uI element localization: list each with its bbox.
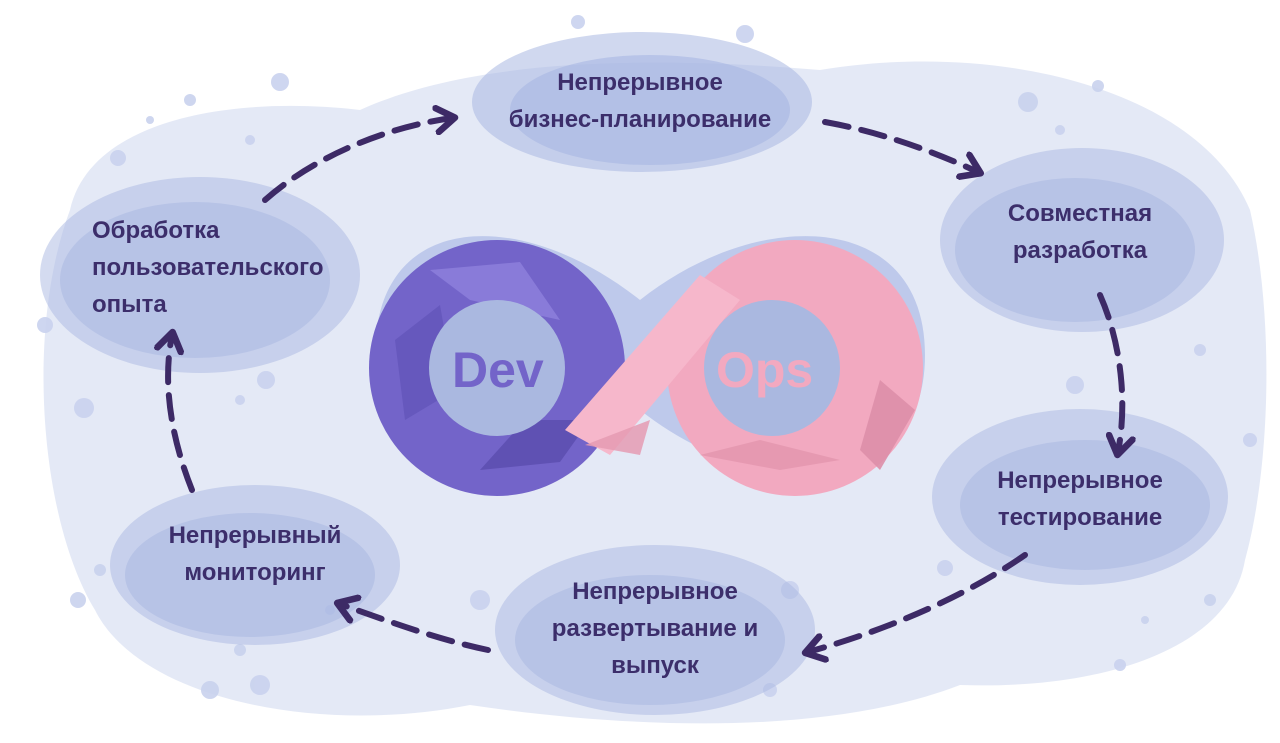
stage-label-line: Непрерывное: [997, 467, 1163, 494]
stage-continuous-deployment: Непрерывное развертывание и выпуск: [510, 573, 800, 684]
stage-user-feedback: Обработка пользовательского опыта: [92, 212, 382, 323]
cycle-arrows: [168, 118, 1122, 652]
stage-continuous-planning: Непрерывное бизнес-планирование: [470, 64, 810, 138]
devops-infinity: [369, 236, 925, 496]
stage-label-line: тестирование: [997, 504, 1163, 531]
dev-label: Dev: [452, 342, 544, 398]
stage-collaborative-development: Совместная разработка: [960, 195, 1200, 269]
stage-label-line: мониторинг: [184, 559, 326, 586]
stage-label-line: Непрерывное: [572, 578, 738, 605]
stage-continuous-monitoring: Непрерывный мониторинг: [130, 517, 380, 591]
stage-continuous-testing: Непрерывное тестирование: [960, 462, 1200, 536]
stage-label-line: бизнес-планирование: [508, 106, 772, 133]
arrow-feedback-to-planning: [262, 118, 452, 203]
arrow-deploy-to-monitoring: [340, 604, 491, 653]
arrow-testing-to-deploy: [808, 552, 1028, 652]
dev-circle: [429, 300, 565, 436]
stage-label-line: развертывание и: [551, 615, 759, 642]
stage-label-line: Обработка: [92, 217, 220, 244]
ops-label: Ops: [716, 342, 814, 398]
stage-label-line: выпуск: [611, 652, 699, 679]
stage-label-line: пользовательского: [92, 254, 324, 281]
stage-label-line: разработка: [1012, 237, 1148, 264]
stage-label-line: Непрерывный: [168, 522, 342, 549]
stage-label-line: Непрерывное: [557, 69, 723, 96]
arrow-monitoring-to-feedback: [168, 335, 195, 493]
stage-label-line: опыта: [92, 291, 167, 318]
ops-circle: [704, 300, 840, 436]
stage-blobs: [40, 32, 1228, 715]
stage-label-line: Совместная: [1007, 200, 1153, 227]
arrow-collab-to-testing: [1097, 292, 1122, 452]
decorative-dots: [37, 15, 1257, 699]
arrow-planning-to-collab: [822, 119, 978, 172]
